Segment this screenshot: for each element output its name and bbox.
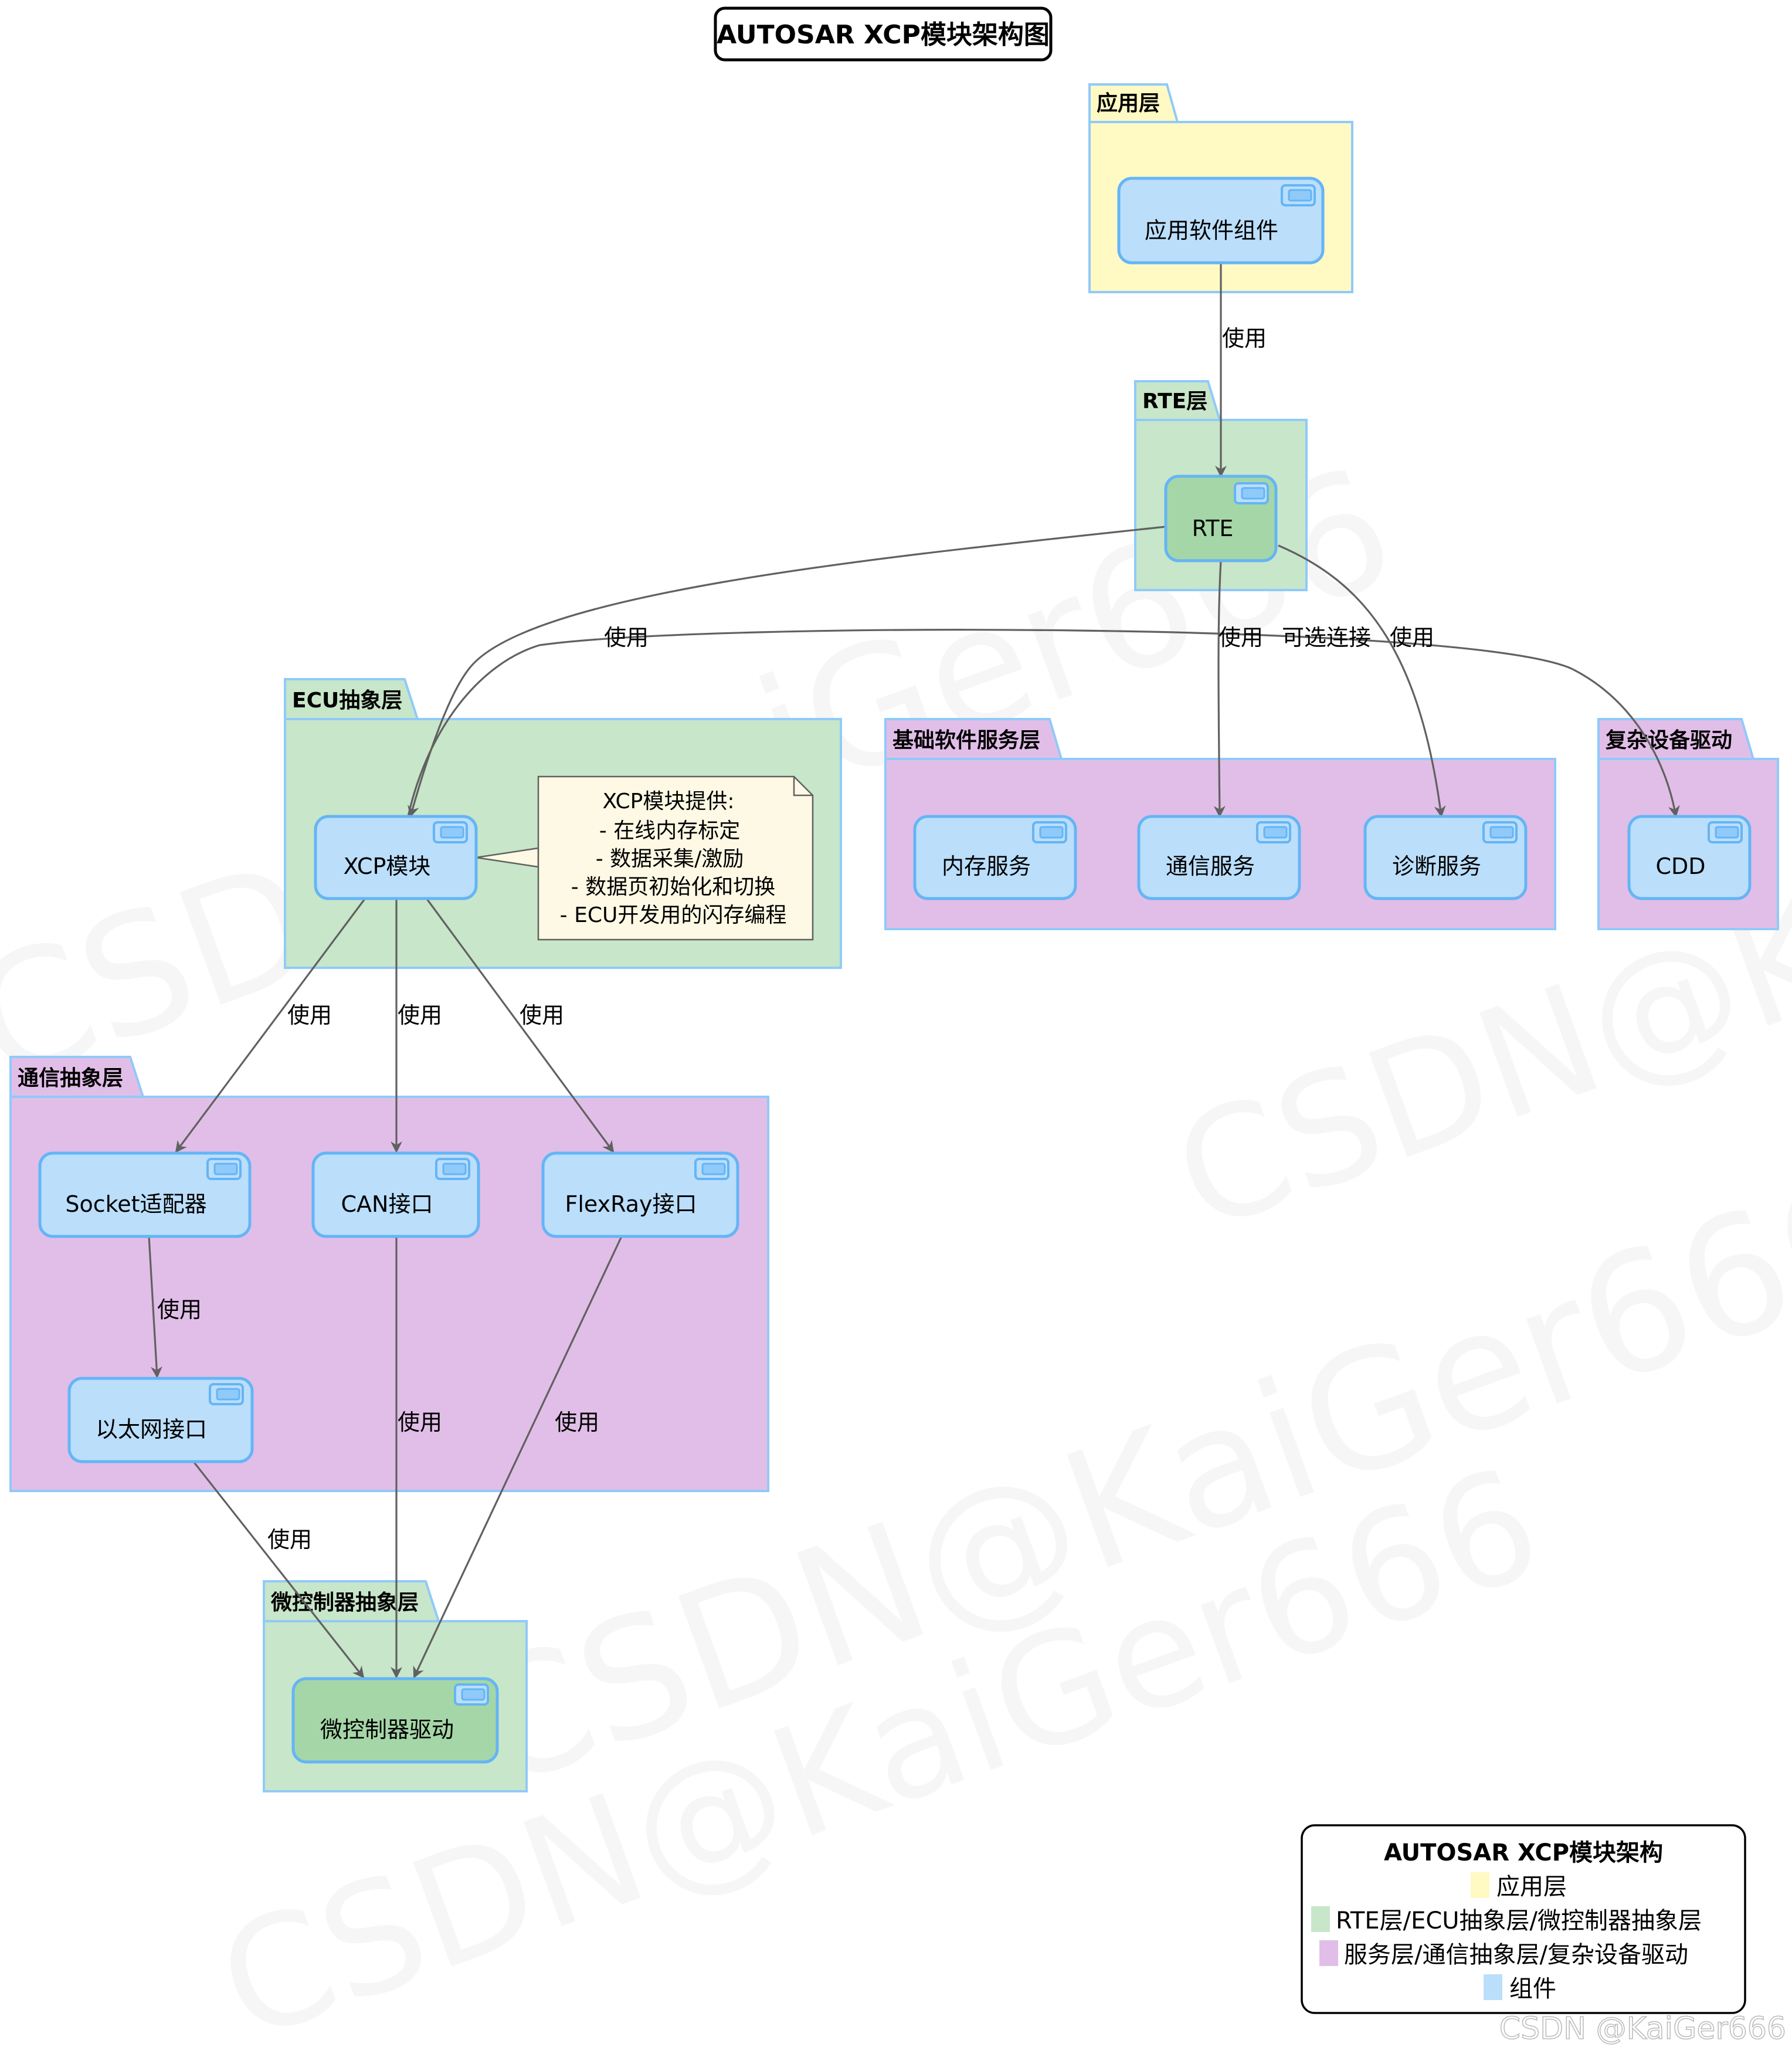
edge-rte-to-xcp — [408, 526, 1166, 818]
component-app-swc[interactable]: 应用软件组件 — [1117, 177, 1325, 265]
component-diag-service[interactable]: 诊断服务 — [1363, 815, 1528, 900]
edge-flexray-to-mcu — [413, 1236, 623, 1679]
legend-swatch-app — [1471, 1872, 1489, 1898]
component-flexray-interface[interactable]: FlexRay接口 — [541, 1151, 739, 1238]
diagram-title: AUTOSAR XCP模块架构图 — [717, 20, 1050, 50]
edge-rte-to-diag — [1278, 544, 1446, 818]
component-socket-adapter[interactable]: Socket适配器 — [38, 1151, 252, 1238]
package-bsw-label: 基础软件服务层 — [892, 728, 1040, 753]
component-rte[interactable]: RTE — [1164, 475, 1278, 562]
edge-label-xcp-socket: 使用 — [287, 1002, 332, 1028]
package-comm-label: 通信抽象层 — [18, 1066, 123, 1090]
note-line-3: - 数据页初始化和切换 — [571, 875, 775, 899]
edge-xcp-to-cdd — [407, 629, 1680, 818]
edge-socket-to-eth — [148, 1236, 162, 1378]
title-box — [714, 6, 1053, 62]
note-line-2: - 数据采集/激励 — [596, 847, 744, 871]
edge-rte-to-com — [1213, 560, 1226, 818]
component-ethernet-interface[interactable]: 以太网接口 — [67, 1377, 254, 1463]
component-memory-service[interactable]: 内存服务 — [913, 815, 1077, 900]
package-cdd-label: 复杂设备驱动 — [1606, 728, 1732, 753]
edge-label-flexray-mcu: 使用 — [555, 1409, 599, 1435]
edge-xcp-to-socket — [175, 897, 367, 1153]
edge-label-rte-xcp: 使用 — [604, 625, 649, 650]
edge-label-optional: 可选连接 — [1282, 625, 1371, 650]
edge-eth-to-mcu — [192, 1461, 365, 1679]
edge-label-app-rte: 使用 — [1222, 326, 1267, 351]
package-rte-label: RTE层 — [1142, 389, 1207, 414]
legend-title: AUTOSAR XCP模块架构 — [1384, 1839, 1663, 1866]
package-ecu-label: ECU抽象层 — [292, 689, 402, 713]
edge-label-can-mcu: 使用 — [398, 1409, 442, 1435]
package-app-label: 应用层 — [1097, 91, 1160, 116]
component-comm-service-label: 通信服务 — [1166, 853, 1255, 879]
legend-item-purple: 服务层/通信抽象层/复杂设备驱动 — [1344, 1941, 1688, 1968]
edge-label-rte-com: 使用 — [1219, 625, 1263, 650]
legend-swatch-component — [1484, 1974, 1502, 2000]
component-can-interface[interactable]: CAN接口 — [311, 1151, 480, 1238]
note-line-4: - ECU开发用的闪存编程 — [560, 903, 787, 927]
component-cdd[interactable]: CDD — [1627, 815, 1752, 900]
component-diag-service-label: 诊断服务 — [1392, 853, 1481, 879]
component-mcu-driver-label: 微控制器驱动 — [320, 1717, 454, 1743]
component-mcu-driver[interactable]: 微控制器驱动 — [291, 1677, 499, 1764]
component-rte-label: RTE — [1192, 516, 1234, 541]
note-line-1: - 在线内存标定 — [599, 819, 740, 843]
component-flexray-interface-label: FlexRay接口 — [565, 1191, 697, 1217]
component-socket-adapter-label: Socket适配器 — [65, 1191, 206, 1217]
edge-label-socket-eth: 使用 — [157, 1297, 202, 1323]
legend-item-green: RTE层/ECU抽象层/微控制器抽象层 — [1336, 1907, 1702, 1934]
legend-swatch-purple — [1319, 1940, 1338, 1966]
note-heading: XCP模块提供: — [602, 789, 734, 814]
component-app-swc-label: 应用软件组件 — [1145, 218, 1278, 243]
component-comm-service[interactable]: 通信服务 — [1137, 815, 1301, 900]
component-xcp[interactable]: XCP模块 — [314, 815, 478, 900]
legend: AUTOSAR XCP模块架构 应用层 RTE层/ECU抽象层/微控制器抽象层 … — [1301, 1824, 1746, 2014]
legend-swatch-green — [1311, 1906, 1330, 1932]
edge-label-xcp-can: 使用 — [398, 1002, 442, 1028]
component-memory-service-label: 内存服务 — [942, 853, 1031, 879]
watermark-footer: CSDN @KaiGer666 — [1499, 2011, 1786, 2046]
component-cdd-label: CDD — [1655, 853, 1705, 879]
component-xcp-label: XCP模块 — [344, 853, 431, 879]
component-can-interface-label: CAN接口 — [341, 1191, 433, 1217]
edge-label-eth-mcu: 使用 — [267, 1527, 312, 1553]
xcp-note: XCP模块提供: - 在线内存标定 - 数据采集/激励 - 数据页初始化和切换 … — [537, 775, 814, 941]
component-ethernet-interface-label: 以太网接口 — [96, 1416, 207, 1442]
legend-item-app: 应用层 — [1496, 1873, 1567, 1900]
edge-label-rte-diag: 使用 — [1390, 625, 1434, 650]
package-mcu-label: 微控制器抽象层 — [270, 1591, 419, 1615]
legend-item-component: 组件 — [1509, 1975, 1556, 2002]
edge-labels: 使用 使用 使用 可选连接 使用 使用 使用 使用 使用 使用 使用 使用 — [157, 326, 1434, 1553]
edge-label-xcp-flexray: 使用 — [520, 1002, 564, 1028]
edge-xcp-to-flexray — [425, 897, 615, 1153]
edges — [148, 263, 1680, 1679]
